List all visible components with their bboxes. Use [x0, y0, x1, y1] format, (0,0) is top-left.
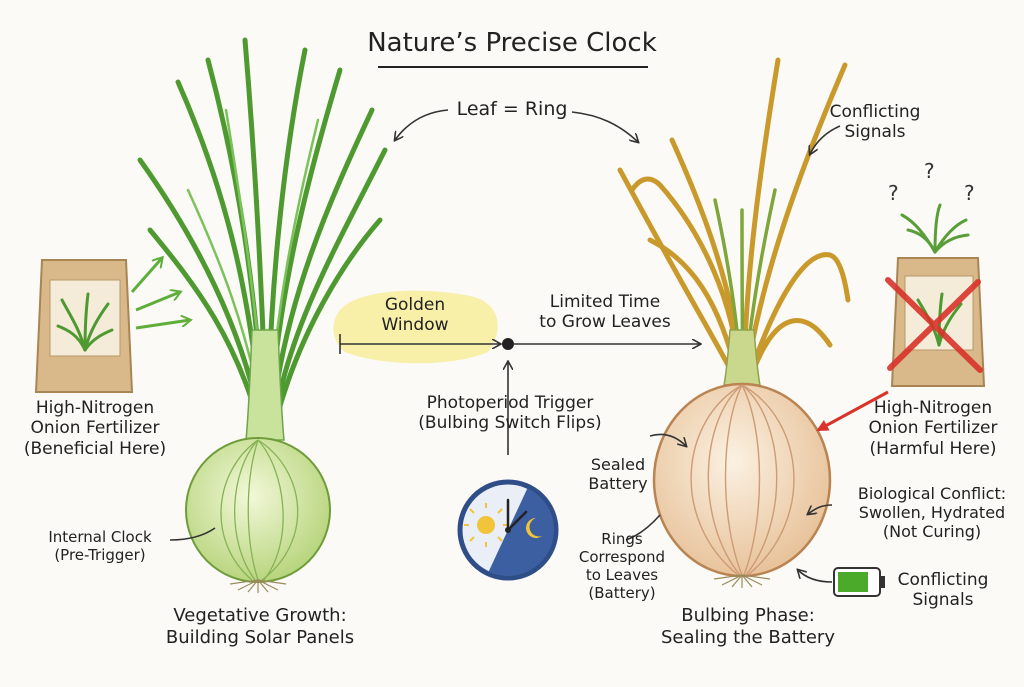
- svg-text:?: ?: [888, 181, 899, 205]
- golden-highlight: [333, 290, 498, 364]
- green-onion-illustration: [137, 37, 388, 593]
- svg-text:?: ?: [924, 159, 935, 183]
- fertilizer-right-label: High-Nitrogen Onion Fertilizer (Harmful …: [868, 398, 998, 459]
- leaf-ring-label: Leaf = Ring: [456, 98, 568, 120]
- battery-icon: [833, 567, 885, 597]
- fertilizer-bag-left: [34, 259, 134, 393]
- limited-time-label: Limited Time to Grow Leaves: [539, 292, 671, 333]
- biological-conflict-label: Biological Conflict: Swollen, Hydrated (…: [857, 484, 1007, 542]
- internal-clock-label: Internal Clock (Pre-Trigger): [48, 528, 152, 564]
- green-arrows: [130, 258, 190, 330]
- rings-correspond-label: Rings Correspond to Leaves (Battery): [578, 530, 666, 602]
- photoperiod-trigger-label: Photoperiod Trigger (Bulbing Switch Flip…: [418, 393, 602, 434]
- timeline: [339, 334, 700, 455]
- trigger-point: [502, 338, 514, 350]
- conflicting-signals-bottom-label: Conflicting Signals: [897, 570, 989, 611]
- diagram-title: Nature’s Precise Clock: [367, 28, 657, 58]
- yellow-onion-illustration: [617, 57, 851, 588]
- annotation-arrows: [169, 109, 841, 583]
- clock-icon: [457, 479, 559, 581]
- golden-window-label: Golden Window: [381, 295, 449, 336]
- title-underline: [378, 66, 648, 68]
- red-arrow: [816, 390, 889, 432]
- vegetative-growth-caption: Vegetative Growth: Building Solar Panels: [165, 605, 355, 648]
- svg-text:?: ?: [964, 181, 975, 205]
- fertilizer-bag-right: ? ? ?: [885, 159, 986, 387]
- sealed-battery-label: Sealed Battery: [588, 455, 648, 494]
- fertilizer-left-label: High-Nitrogen Onion Fertilizer (Benefici…: [23, 398, 167, 459]
- bulbing-phase-caption: Bulbing Phase: Sealing the Battery: [661, 605, 835, 648]
- conflicting-signals-top-label: Conflicting Signals: [829, 102, 921, 143]
